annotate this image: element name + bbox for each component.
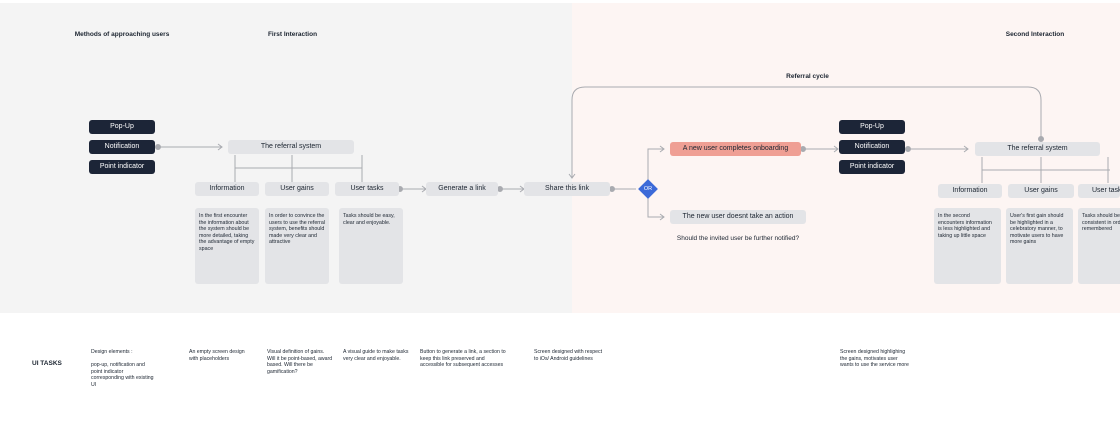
information-box-second: Information <box>938 184 1002 198</box>
ui-task-highlight-gains: Screen designed highlighing the gains, m… <box>840 349 909 368</box>
information-box: Information <box>195 182 259 196</box>
ui-task-design-elements: Design elements : pop-up, notification a… <box>91 349 154 388</box>
ui-task-empty-screen: An empty screen design with placeholders <box>189 349 245 362</box>
user-gains-box-second: User gains <box>1008 184 1074 198</box>
ui-task-visual-gains: Visual definition of gains. Will it be p… <box>267 349 333 375</box>
notification-box: Notification <box>89 140 155 154</box>
user-tasks-box: User tasks <box>335 182 399 196</box>
notification-box-second: Notification <box>839 140 905 154</box>
user-tasks-card-second-text: Tasks should be consistent in order to b… <box>1082 213 1120 233</box>
ui-task-visual-guide: A visual guide to make tasks very clear … <box>343 349 409 362</box>
no-action-box: The new user doesnt take an action <box>670 210 806 224</box>
user-gains-box: User gains <box>265 182 329 196</box>
ui-task-os-guidelines: Screen designed with respect to iOs/ And… <box>534 349 603 362</box>
methods-header: Methods of approaching users <box>74 31 170 38</box>
share-link-box: Share this link <box>524 182 610 196</box>
referral-cycle-label: Referral cycle <box>786 73 829 80</box>
popup-box: Pop-Up <box>89 120 155 134</box>
first-interaction-header: First Interaction <box>267 31 318 38</box>
ui-tasks-label: UI TASKS <box>32 360 62 367</box>
popup-box-second: Pop-Up <box>839 120 905 134</box>
user-gains-card: In order to convince the users to use th… <box>265 208 329 284</box>
referral-system-box: The referral system <box>228 140 354 154</box>
information-card: In the first encounter the information a… <box>195 208 259 284</box>
user-tasks-box-second: User tasks <box>1078 184 1120 198</box>
notify-question: Should the invited user be further notif… <box>676 235 800 242</box>
user-gains-card-second: User's first gain should be highlighted … <box>1006 208 1073 284</box>
or-label: OR <box>643 186 653 192</box>
referral-system-box-second: The referral system <box>975 142 1100 156</box>
user-tasks-card: Tasks should be easy, clear and enjoyabl… <box>339 208 403 284</box>
generate-link-box: Generate a link <box>426 182 498 196</box>
point-indicator-box-second: Point indicator <box>839 160 905 174</box>
second-interaction-header: Second Interaction <box>1005 31 1065 38</box>
user-tasks-card-second: Tasks should be consistent in order to b… <box>1078 208 1120 284</box>
user-completes-onboarding-box: A new user completes onboarding <box>670 142 801 156</box>
point-indicator-box: Point indicator <box>89 160 155 174</box>
information-card-second: In the second encounters information is … <box>934 208 1001 284</box>
ui-task-generate-button: Button to generate a link, a section to … <box>420 349 506 368</box>
